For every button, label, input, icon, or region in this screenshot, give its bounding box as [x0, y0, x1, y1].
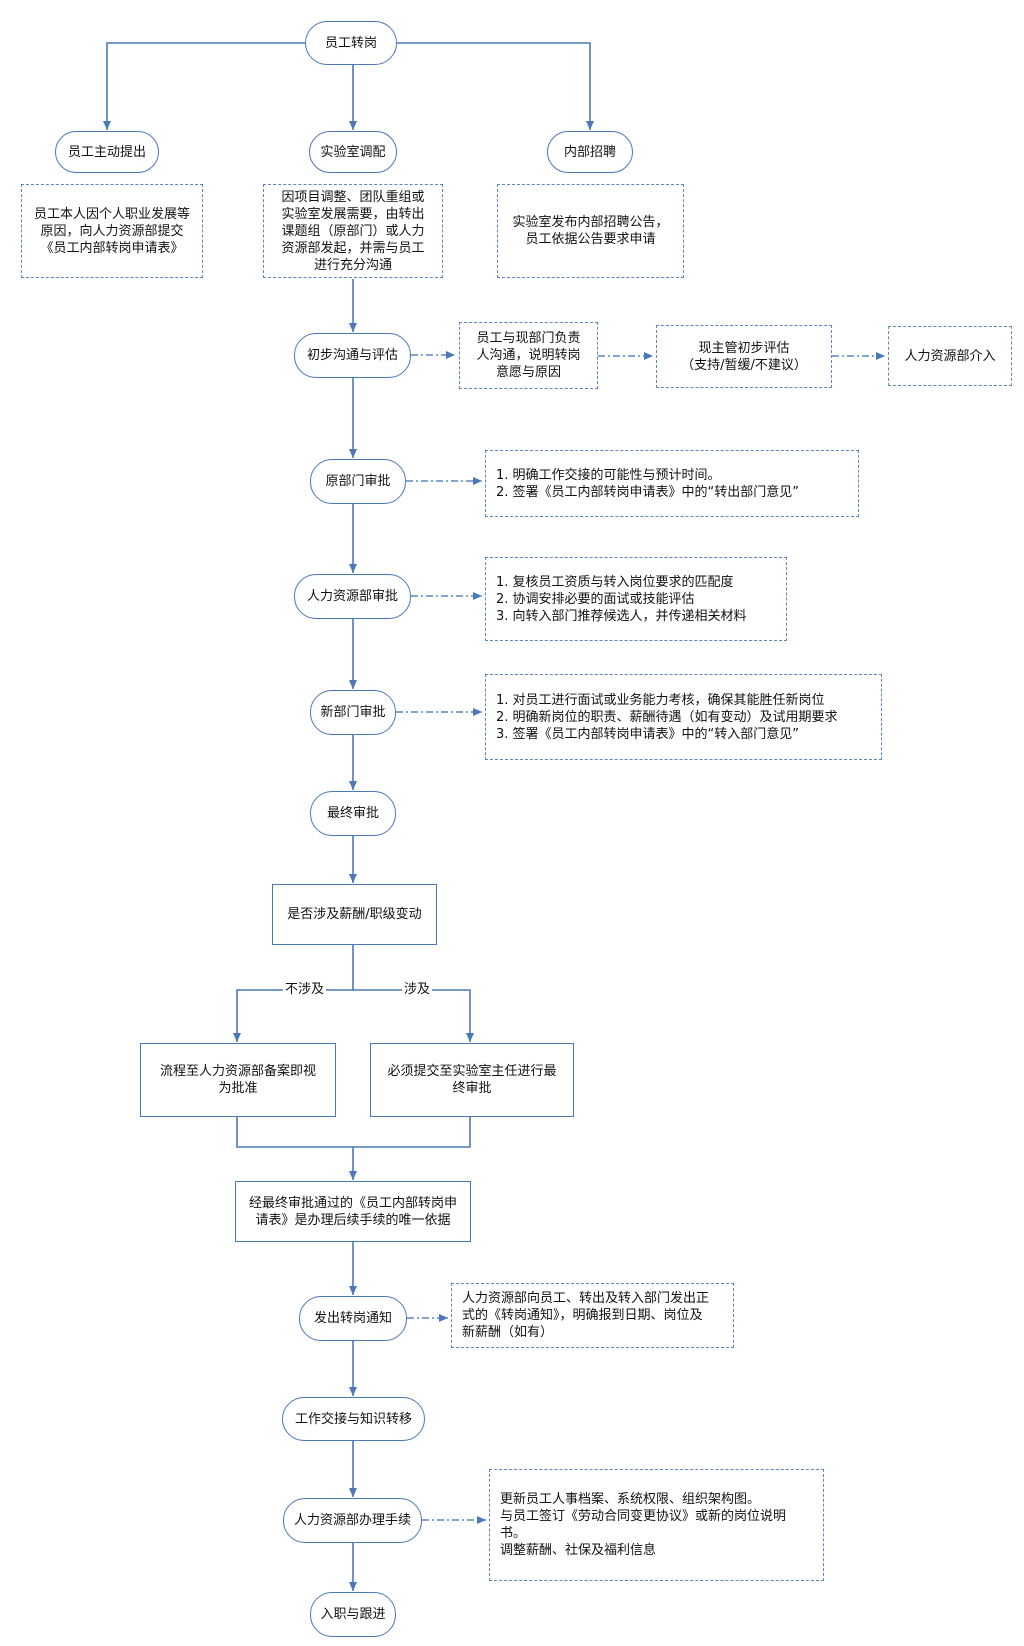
- node-transfer: 员工转岗: [305, 21, 397, 65]
- node-self-apply-desc: 员工本人因个人职业发展等 原因，向人力资源部提交 《员工内部转岗申请表》: [21, 184, 203, 278]
- edge-transfer-to-internal-recruit: [397, 42, 594, 130]
- node-hr-procedures-desc: 更新员工人事档案、系统权限、组织架构图。 与员工签订《劳动合同变更协议》或新的岗…: [489, 1469, 824, 1581]
- node-hr-approve: 人力资源部审批: [294, 574, 411, 619]
- node-final-approve: 最终审批: [310, 791, 396, 836]
- node-notice: 发出转岗通知: [299, 1296, 407, 1341]
- node-internal-recruit: 内部招聘: [547, 131, 633, 173]
- node-onboard: 入职与跟进: [310, 1592, 396, 1637]
- edge-branch-yes: [353, 989, 474, 1042]
- node-new-dept-notes: 1. 对员工进行面试或业务能力考核，确保其能胜任新岗位 2. 明确新岗位的职责、…: [485, 674, 882, 760]
- node-supervisor-eval: 现主管初步评估 （支持/暂缓/不建议）: [656, 325, 832, 388]
- node-self-apply: 员工主动提出: [55, 131, 159, 173]
- edge-transfer-to-self-apply: [103, 42, 305, 130]
- node-no-result: 流程至人力资源部备案即视 为批准: [140, 1043, 336, 1117]
- node-salary-question: 是否涉及薪酬/职级变动: [272, 884, 437, 945]
- node-basis: 经最终审批通过的《员工内部转岗申 请表》是办理后续手续的唯一依据: [235, 1181, 471, 1242]
- node-yes-result: 必须提交至实验室主任进行最 终审批: [370, 1043, 574, 1117]
- node-notice-desc: 人力资源部向员工、转出及转入部门发出正 式的《转岗通知》，明确报到日期、岗位及 …: [451, 1283, 734, 1348]
- node-lab-adjust: 实验室调配: [309, 131, 397, 173]
- node-comm-desc: 员工与现部门负责 人沟通，说明转岗 意愿与原因: [459, 322, 598, 389]
- edge-merge: [236, 1117, 471, 1180]
- node-lab-adjust-desc: 因项目调整、团队重组或 实验室发展需要，由转出 课题组（原部门）或人力 资源部发…: [263, 184, 443, 278]
- branch-label-yes: 涉及: [402, 982, 433, 997]
- node-hr-procedures: 人力资源部办理手续: [283, 1498, 422, 1543]
- node-initial-comm: 初步沟通与评估: [294, 333, 411, 378]
- node-hr-intervene: 人力资源部介入: [888, 326, 1012, 386]
- node-internal-recruit-desc: 实验室发布内部招聘公告， 员工依据公告要求申请: [497, 184, 684, 278]
- node-hr-notes: 1. 复核员工资质与转入岗位要求的匹配度 2. 协调安排必要的面试或技能评估 3…: [485, 557, 787, 641]
- node-handover: 工作交接与知识转移: [282, 1397, 425, 1441]
- node-orig-dept-approve: 原部门审批: [310, 459, 406, 504]
- node-new-dept-approve: 新部门审批: [310, 690, 396, 735]
- node-orig-dept-notes: 1. 明确工作交接的可能性与预计时间。 2. 签署《员工内部转岗申请表》中的“转…: [485, 450, 859, 517]
- branch-label-no: 不涉及: [283, 982, 327, 997]
